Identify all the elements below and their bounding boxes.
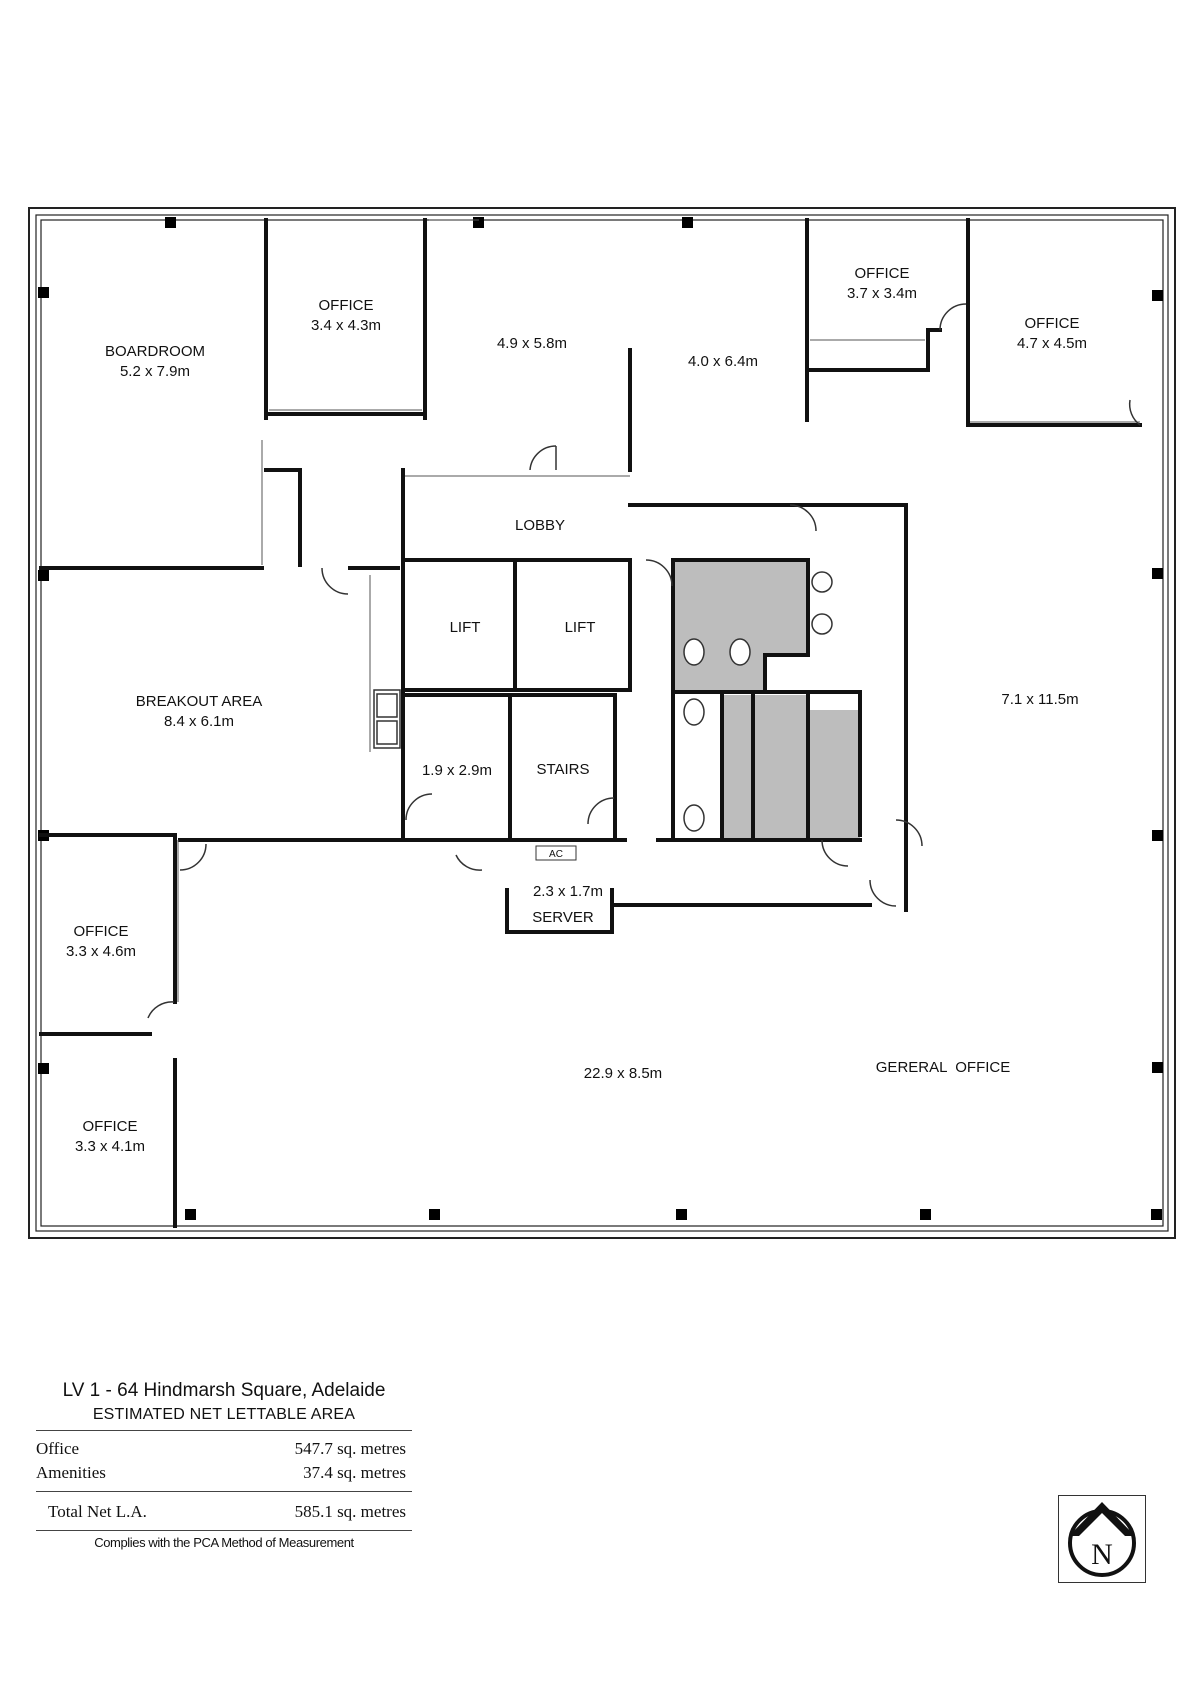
store-size: 1.9 x 2.9m xyxy=(422,762,492,779)
server-size: 2.3 x 1.7m xyxy=(533,883,603,900)
general-office-name: GERERAL OFFICE xyxy=(876,1059,1010,1076)
office-w1-size: 3.3 x 4.6m xyxy=(66,943,136,960)
room-labels: BOARDROOM 5.2 x 7.9m OFFICE 3.4 x 4.3m 4… xyxy=(66,265,1087,1155)
north-arrow-icon: N xyxy=(1068,1502,1136,1577)
total-row: Total Net L.A. 585.1 sq. metres xyxy=(36,1492,412,1531)
lift2-name: LIFT xyxy=(565,619,596,636)
amenities-label: Amenities xyxy=(36,1463,106,1482)
north-compass: N xyxy=(1058,1495,1146,1583)
kitchen-sink xyxy=(373,689,401,749)
office-w2-name: OFFICE xyxy=(83,1118,138,1135)
stairs-name: STAIRS xyxy=(536,761,589,778)
nla-heading: ESTIMATED NET LETTABLE AREA xyxy=(36,1406,412,1431)
amenities-value: 37.4 sq. metres xyxy=(303,1463,406,1482)
office-ne1-size: 3.7 x 3.4m xyxy=(847,285,917,302)
breakout-name: BREAKOUT AREA xyxy=(136,693,262,710)
office-nw-name: OFFICE xyxy=(319,297,374,314)
office-row: Office 547.7 sq. metres xyxy=(36,1437,406,1461)
office-w1-name: OFFICE xyxy=(74,923,129,940)
office-w2-size: 3.3 x 4.1m xyxy=(75,1138,145,1155)
east-area-size: 7.1 x 11.5m xyxy=(1001,691,1078,708)
amenities-row: Amenities 37.4 sq. metres xyxy=(36,1461,406,1485)
amenities-fill xyxy=(673,560,860,840)
office-ne2-name: OFFICE xyxy=(1025,315,1080,332)
address-title: LV 1 - 64 Hindmarsh Square, Adelaide xyxy=(62,1380,386,1401)
total-label: Total Net L.A. xyxy=(48,1502,147,1521)
boardroom-size: 5.2 x 7.9m xyxy=(120,363,190,380)
ac-name: AC xyxy=(549,849,563,860)
interior-walls xyxy=(39,218,1142,1228)
office-value: 547.7 sq. metres xyxy=(294,1439,406,1458)
general-office-size: 22.9 x 8.5m xyxy=(584,1065,662,1082)
breakout-size: 8.4 x 6.1m xyxy=(164,713,234,730)
boardroom-name: BOARDROOM xyxy=(105,343,205,360)
lift1-name: LIFT xyxy=(450,619,481,636)
office-nw-size: 3.4 x 4.3m xyxy=(311,317,381,334)
area-b-size: 4.0 x 6.4m xyxy=(688,353,758,370)
office-ne2-size: 4.7 x 4.5m xyxy=(1017,335,1087,352)
glazing xyxy=(177,219,1140,1002)
area-a-size: 4.9 x 5.8m xyxy=(497,335,567,352)
door-arcs xyxy=(147,303,1141,1019)
pca-note: Complies with the PCA Method of Measurem… xyxy=(94,1535,354,1550)
toilet-fixtures xyxy=(683,571,833,832)
lobby-name: LOBBY xyxy=(515,517,565,534)
office-ne1-name: OFFICE xyxy=(855,265,910,282)
ac-unit-box xyxy=(535,845,577,861)
outer-walls xyxy=(28,207,1176,1239)
office-label: Office xyxy=(36,1439,80,1458)
area-summary: LV 1 - 64 Hindmarsh Square, Adelaide EST… xyxy=(36,1380,412,1550)
server-name: SERVER xyxy=(532,909,594,926)
north-letter: N xyxy=(1091,1538,1113,1571)
floor-plan: BOARDROOM 5.2 x 7.9m OFFICE 3.4 x 4.3m 4… xyxy=(28,207,1176,1239)
total-value: 585.1 sq. metres xyxy=(294,1502,406,1521)
area-rows: Office 547.7 sq. metres Amenities 37.4 s… xyxy=(36,1431,412,1492)
